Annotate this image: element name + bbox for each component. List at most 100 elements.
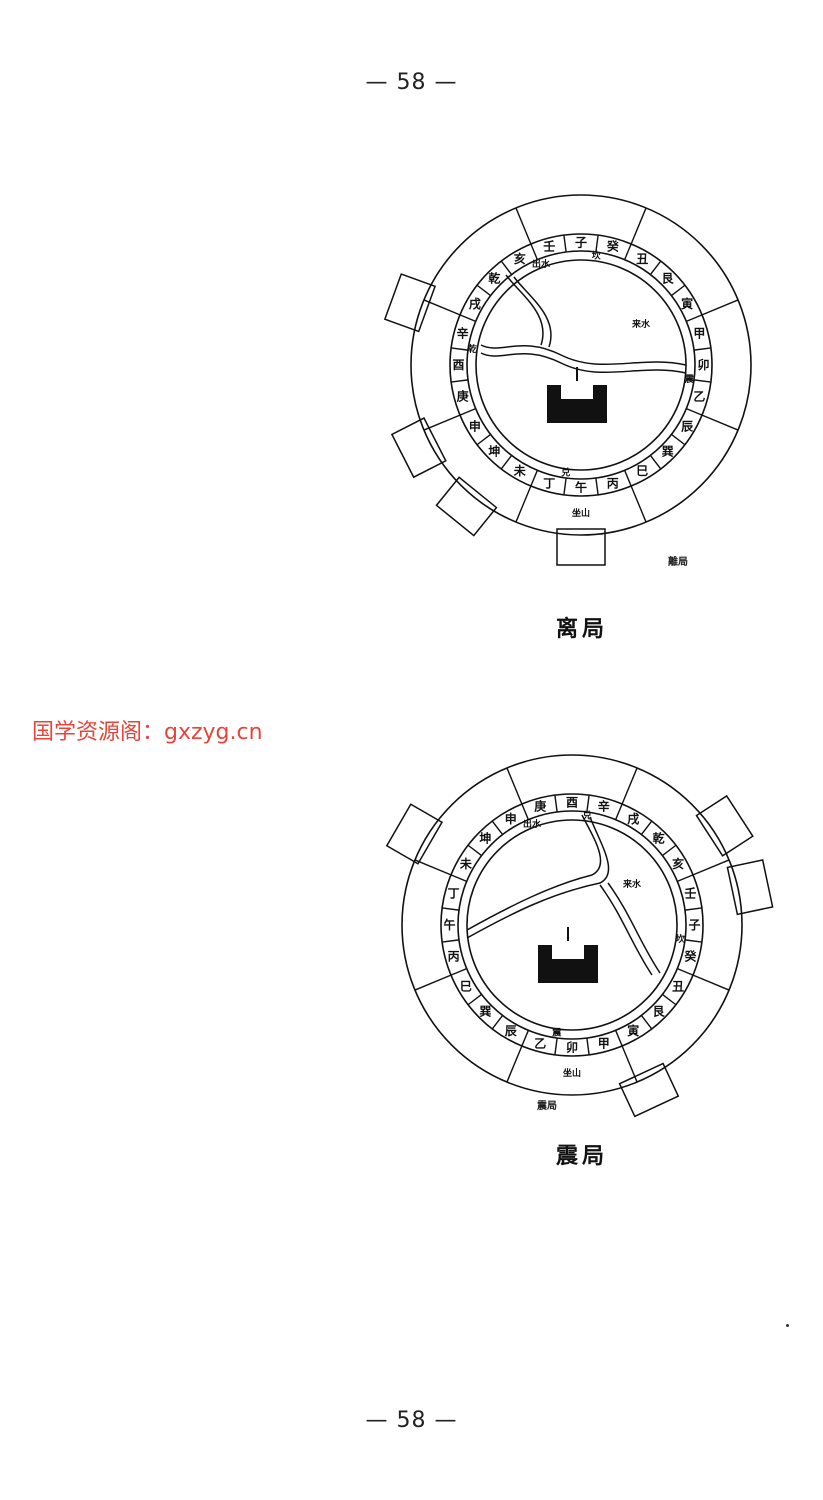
sector-spoke [506, 1045, 523, 1083]
ring-character: 辛 [598, 799, 610, 814]
ring-spoke [662, 844, 677, 857]
trigram-character: 坎 [676, 933, 686, 945]
ring-spoke [451, 379, 469, 383]
ring-character: 午 [575, 480, 587, 495]
trigram-character: 震 [684, 374, 695, 385]
ring-spoke [491, 1015, 504, 1030]
compass-ring [466, 250, 696, 480]
ring-spoke [595, 235, 599, 253]
ring-character: 丑 [672, 979, 684, 993]
ring-spoke [614, 803, 623, 820]
sector-spoke [515, 485, 532, 523]
ring-spoke [640, 1015, 653, 1030]
ring-spoke [686, 407, 703, 416]
ring-spoke [554, 1037, 558, 1055]
ring-spoke [521, 803, 530, 820]
ring-character: 庚 [534, 799, 546, 814]
ring-character: 子 [688, 918, 700, 932]
sector-spoke [515, 207, 532, 245]
ring-character: 壬 [543, 239, 555, 254]
sector-spoke [423, 299, 461, 316]
ring-character: 未 [459, 856, 472, 871]
ring-character: 坤 [479, 830, 491, 845]
river-path [505, 274, 544, 346]
river-path [466, 814, 602, 931]
ring-character: 亥 [514, 251, 526, 266]
ring-spoke [693, 379, 711, 383]
trigram-character: 乾 [468, 343, 477, 355]
ring-spoke [623, 243, 632, 260]
river-path [607, 882, 661, 974]
outer-tab [618, 1062, 680, 1118]
ring-character: 丙 [607, 476, 619, 490]
sector-spoke [692, 859, 730, 876]
compass-diagram-li: 子癸丑艮寅甲卯乙辰巽巳丙午丁未坤申庚酉辛戌乾亥壬坎震兑乾坐山来水出水 [383, 194, 752, 566]
ring-spoke [521, 1030, 530, 1047]
ring-spoke [459, 407, 476, 416]
ring-character: 申 [505, 811, 517, 826]
ring-spoke [684, 907, 702, 911]
ring-character: 未 [513, 463, 526, 478]
sector-spoke [414, 859, 452, 876]
corner-label-li: 離局 [668, 557, 688, 568]
ring-character: 子 [575, 236, 587, 250]
river-path [480, 344, 687, 366]
sitting-label: 坐山 [563, 1067, 581, 1079]
river-path [466, 816, 610, 939]
page-number-top: — 58 — [365, 70, 458, 95]
sector-spoke [621, 767, 638, 805]
outer-tab [390, 417, 447, 479]
sector-spoke [701, 299, 739, 316]
ring-character: 戌 [627, 811, 639, 826]
ring-character: 甲 [693, 326, 705, 340]
ring-character: 乙 [693, 390, 705, 404]
ring-spoke [677, 967, 694, 976]
ring-character: 寅 [627, 1023, 639, 1038]
ring-character: 辛 [457, 325, 469, 340]
ring-character: 丑 [636, 252, 648, 266]
sector-spoke [414, 974, 452, 991]
ring-spoke [500, 260, 513, 275]
sector-spoke [506, 767, 523, 805]
compass-rings-li: 子癸丑艮寅甲卯乙辰巽巳丙午丁未坤申庚酉辛戌乾亥壬坎震兑乾坐山来水出水 [383, 194, 752, 566]
ring-spoke [649, 455, 662, 470]
sector-spoke [630, 485, 647, 523]
outer-tab [435, 476, 498, 537]
compass-ring [440, 793, 704, 1057]
ring-character: 丁 [543, 476, 555, 490]
ring-spoke [614, 1030, 623, 1047]
ring-spoke [684, 939, 702, 943]
ring-spoke [649, 260, 662, 275]
river-label: 来水 [622, 878, 642, 890]
ring-spoke [491, 820, 504, 835]
ring-character: 辰 [505, 1024, 517, 1038]
ring-spoke [563, 477, 567, 495]
river-path [480, 352, 687, 374]
ring-spoke [586, 795, 590, 813]
ring-spoke [662, 993, 677, 1006]
sector-spoke [692, 974, 730, 991]
ring-character: 壬 [684, 885, 696, 900]
caption-zhen-ju: 震局 [555, 1143, 608, 1169]
ring-spoke [530, 470, 539, 487]
outer-tab [385, 803, 443, 865]
ring-spoke [467, 844, 482, 857]
ring-character: 卯 [697, 357, 709, 372]
ring-character: 寅 [681, 296, 693, 311]
trigram-character: 兑 [561, 466, 570, 478]
ring-spoke [671, 284, 686, 297]
page-number-bottom: — 58 — [365, 1408, 458, 1433]
ring-character: 巳 [636, 464, 648, 478]
trigram-character: 坎 [592, 250, 602, 262]
river-label: 来水 [631, 318, 651, 330]
compass-ring [410, 194, 752, 536]
ring-spoke [671, 433, 686, 446]
ring-spoke [459, 314, 476, 323]
ring-spoke [500, 455, 513, 470]
corner-label-zhen: 震局 [537, 1101, 557, 1112]
compass-ring [401, 754, 743, 1096]
trigram-character: 兑 [583, 810, 592, 822]
sector-spoke [630, 207, 647, 245]
ring-spoke [450, 874, 467, 883]
ring-character: 巽 [662, 445, 674, 459]
